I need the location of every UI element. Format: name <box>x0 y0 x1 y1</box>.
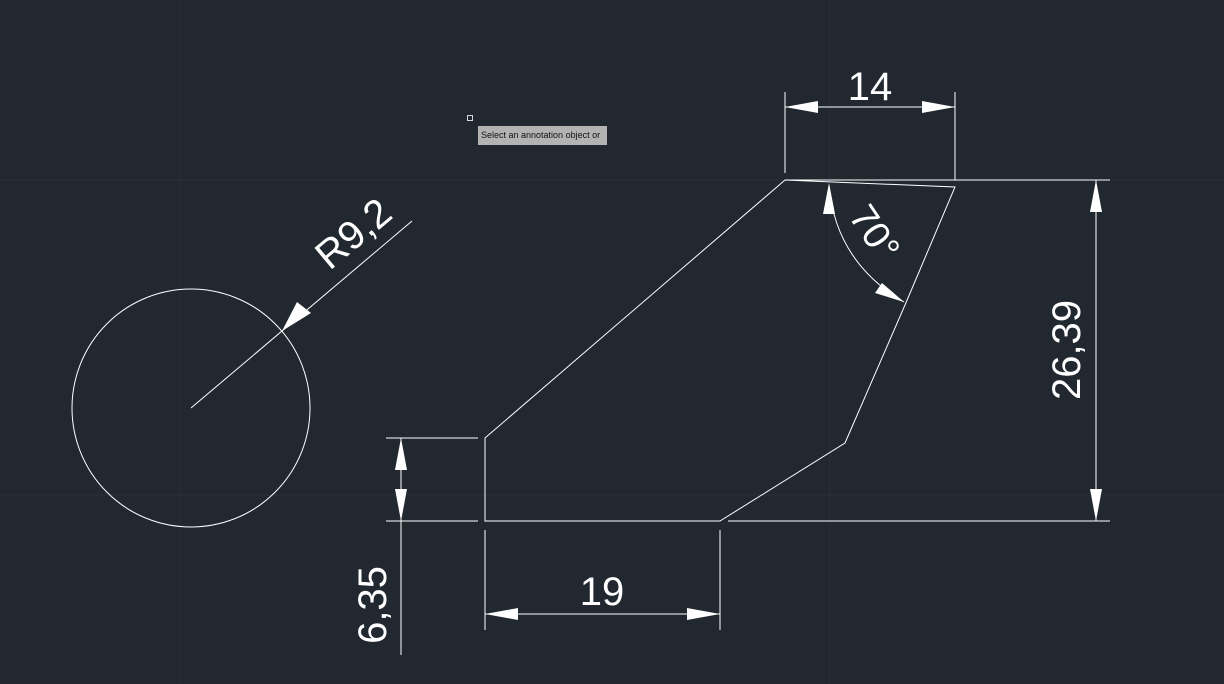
top-width-dimension[interactable]: 14 <box>784 65 956 180</box>
angle-arrow-top <box>823 183 835 214</box>
part-outline[interactable] <box>484 179 956 522</box>
bottom-width-dimension-text[interactable]: 19 <box>580 570 625 614</box>
height-dimension[interactable]: 26,39 <box>728 179 1110 522</box>
top-width-arrow-left <box>785 101 818 113</box>
radius-dimension[interactable]: R9,2 <box>190 190 413 409</box>
left-height-dimension-text[interactable]: 6,35 <box>351 566 395 644</box>
angle-arrow-bottom <box>875 283 904 302</box>
angle-dimension-text[interactable]: 70° <box>840 198 907 269</box>
radius-dimension-text[interactable]: R9,2 <box>307 190 400 278</box>
left-height-arrow-bottom <box>395 489 407 521</box>
radius-arrowhead <box>282 302 311 331</box>
command-prompt-tooltip: Select an annotation object or <box>478 126 607 145</box>
angle-dimension[interactable]: 70° <box>823 183 907 303</box>
top-width-dimension-text[interactable]: 14 <box>848 65 893 109</box>
left-height-dimension[interactable]: 6,35 <box>351 437 478 655</box>
bottom-width-dimension[interactable]: 19 <box>484 530 721 630</box>
height-arrow-bottom <box>1090 489 1102 521</box>
circle-entity[interactable] <box>71 288 311 528</box>
top-width-arrow-right <box>922 101 955 113</box>
bottom-width-arrow-right <box>687 608 720 620</box>
height-dimension-text[interactable]: 26,39 <box>1045 300 1089 400</box>
height-arrow-top <box>1090 180 1102 212</box>
cursor-pickbox <box>467 115 473 121</box>
bottom-width-arrow-left <box>485 608 518 620</box>
left-height-arrow-top <box>395 438 407 470</box>
